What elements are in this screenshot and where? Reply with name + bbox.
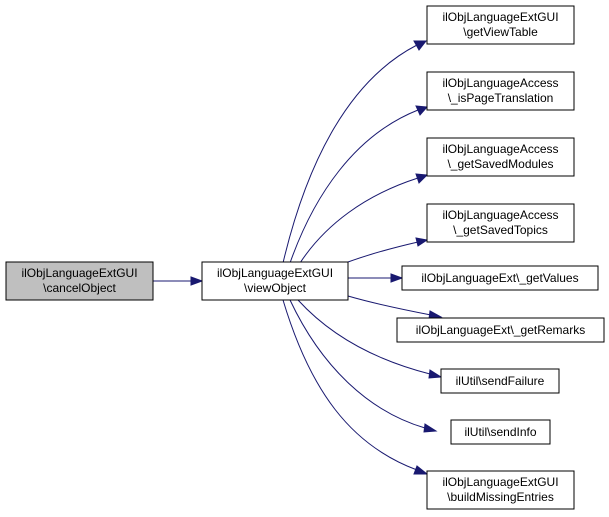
edge-arrowhead <box>415 173 429 184</box>
node-label-line: \_getSavedTopics <box>453 223 548 237</box>
nodes: ilObjLanguageExtGUI \cancelObject ilObjL… <box>5 5 605 510</box>
node-label-line: \_getSavedModules <box>447 157 553 171</box>
edge-view-object-to-get-saved-topics <box>347 241 419 263</box>
edges <box>153 40 443 475</box>
edge-arrowhead <box>423 423 438 433</box>
node-label-line: ilObjLanguageExtGUI <box>442 10 558 24</box>
edge-view-object-to-is-page-translation <box>289 109 419 264</box>
node-label-line: \_isPageTranslation <box>448 91 554 105</box>
node-label-line: ilObjLanguageAccess <box>442 76 558 90</box>
node-label-line: ilObjLanguageExtGUI <box>217 266 333 280</box>
node-build-missing-entries[interactable]: ilObjLanguageExtGUI \buildMissingEntries <box>426 470 575 510</box>
node-label-line: \viewObject <box>244 281 307 295</box>
edge-view-object-to-send-failure <box>297 299 431 375</box>
node-label-line: \buildMissingEntries <box>447 490 554 504</box>
edge-view-object-to-send-info <box>289 299 426 429</box>
node-get-remarks[interactable]: ilObjLanguageExt\_getRemarks <box>396 317 605 343</box>
node-label-line: ilObjLanguageExt\_getValues <box>421 271 578 285</box>
edge-arrowhead <box>415 237 429 247</box>
edge-view-object-to-get-remarks <box>347 295 432 316</box>
edge-arrowhead <box>190 276 204 286</box>
node-send-failure[interactable]: ilUtil\sendFailure <box>440 368 560 394</box>
node-label-line: ilObjLanguageExtGUI <box>442 475 558 489</box>
node-label-line: ilObjLanguageAccess <box>442 142 558 156</box>
node-cancel-object[interactable]: ilObjLanguageExtGUI \cancelObject <box>5 261 154 301</box>
edge-arrowhead <box>415 105 429 116</box>
node-label-line: \cancelObject <box>43 281 116 295</box>
node-label-line: ilUtil\sendInfo <box>464 425 536 439</box>
node-get-view-table[interactable]: ilObjLanguageExtGUI \getViewTable <box>426 5 575 45</box>
node-get-saved-topics[interactable]: ilObjLanguageAccess \_getSavedTopics <box>426 203 575 243</box>
edge-arrowhead <box>413 40 428 51</box>
node-label-line: \getViewTable <box>463 25 538 39</box>
edge-arrowhead <box>413 465 429 475</box>
node-view-object[interactable]: ilObjLanguageExtGUI \viewObject <box>201 261 349 301</box>
node-label-line: ilUtil\sendFailure <box>456 374 545 388</box>
node-is-page-translation[interactable]: ilObjLanguageAccess \_isPageTranslation <box>426 71 575 111</box>
edge-view-object-to-get-view-table <box>282 44 418 264</box>
edge-view-object-to-build-missing-entries <box>282 299 418 471</box>
node-get-saved-modules[interactable]: ilObjLanguageAccess \_getSavedModules <box>426 137 575 177</box>
edge-view-object-to-get-saved-modules <box>299 177 419 264</box>
edge-arrowhead <box>428 369 443 379</box>
node-label-line: ilObjLanguageAccess <box>442 208 558 222</box>
node-send-info[interactable]: ilUtil\sendInfo <box>450 419 551 445</box>
node-label-line: ilObjLanguageExt\_getRemarks <box>416 323 585 337</box>
node-get-values[interactable]: ilObjLanguageExt\_getValues <box>401 265 599 291</box>
node-label-line: ilObjLanguageExtGUI <box>21 266 137 280</box>
edge-arrowhead <box>390 273 404 283</box>
